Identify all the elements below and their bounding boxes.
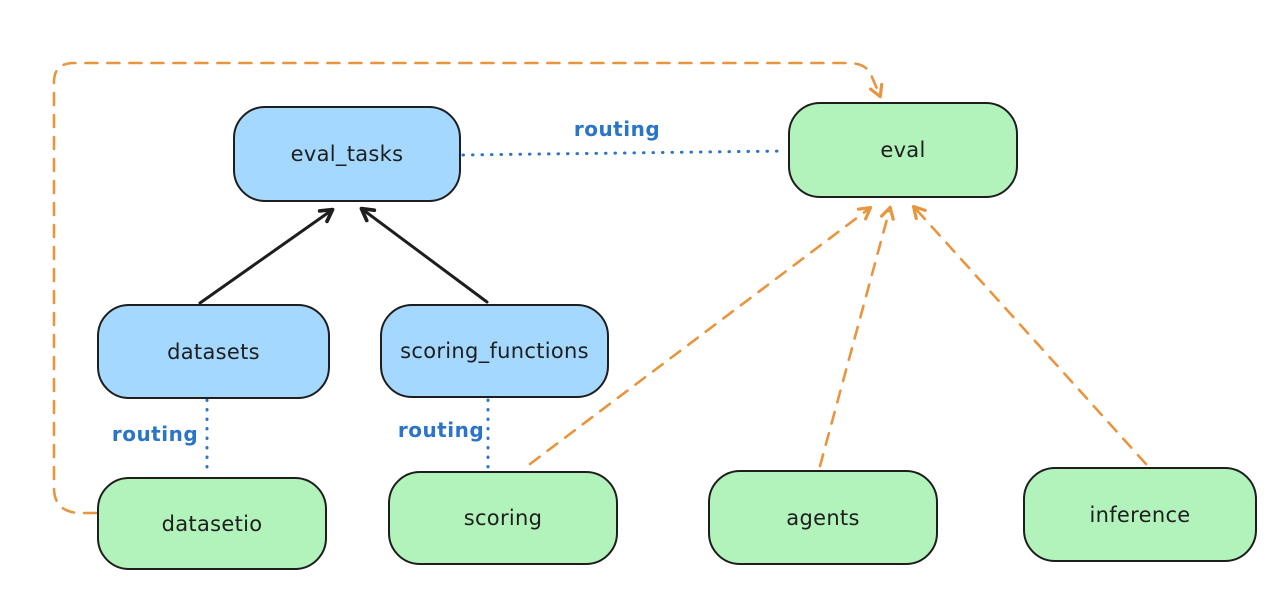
- node-datasets: datasets: [97, 304, 330, 399]
- node-scoring-functions: scoring_functions: [380, 304, 609, 398]
- node-scoring: scoring: [388, 471, 618, 565]
- node-eval: eval: [788, 102, 1018, 198]
- node-inference: inference: [1023, 467, 1257, 562]
- arrow-agents-to-eval: [818, 205, 895, 468]
- arrow-scoring-functions-to-eval-tasks: [359, 206, 489, 304]
- arrow-datasetio-to-eval: [52, 61, 884, 515]
- routing-label-datasets-datasetio: routing: [111, 422, 199, 446]
- node-agents: agents: [708, 470, 938, 565]
- arrow-scoring-to-eval: [528, 205, 873, 466]
- routing-label-scoring-functions-scoring: routing: [397, 418, 485, 442]
- node-datasetio: datasetio: [97, 477, 327, 570]
- arrow-datasets-to-eval-tasks: [198, 207, 335, 305]
- routing-label-eval-tasks-eval: routing: [573, 117, 661, 141]
- routing-link-eval-tasks-eval: [461, 149, 785, 157]
- node-eval-tasks: eval_tasks: [233, 106, 461, 202]
- arrow-inference-to-eval: [911, 204, 1148, 466]
